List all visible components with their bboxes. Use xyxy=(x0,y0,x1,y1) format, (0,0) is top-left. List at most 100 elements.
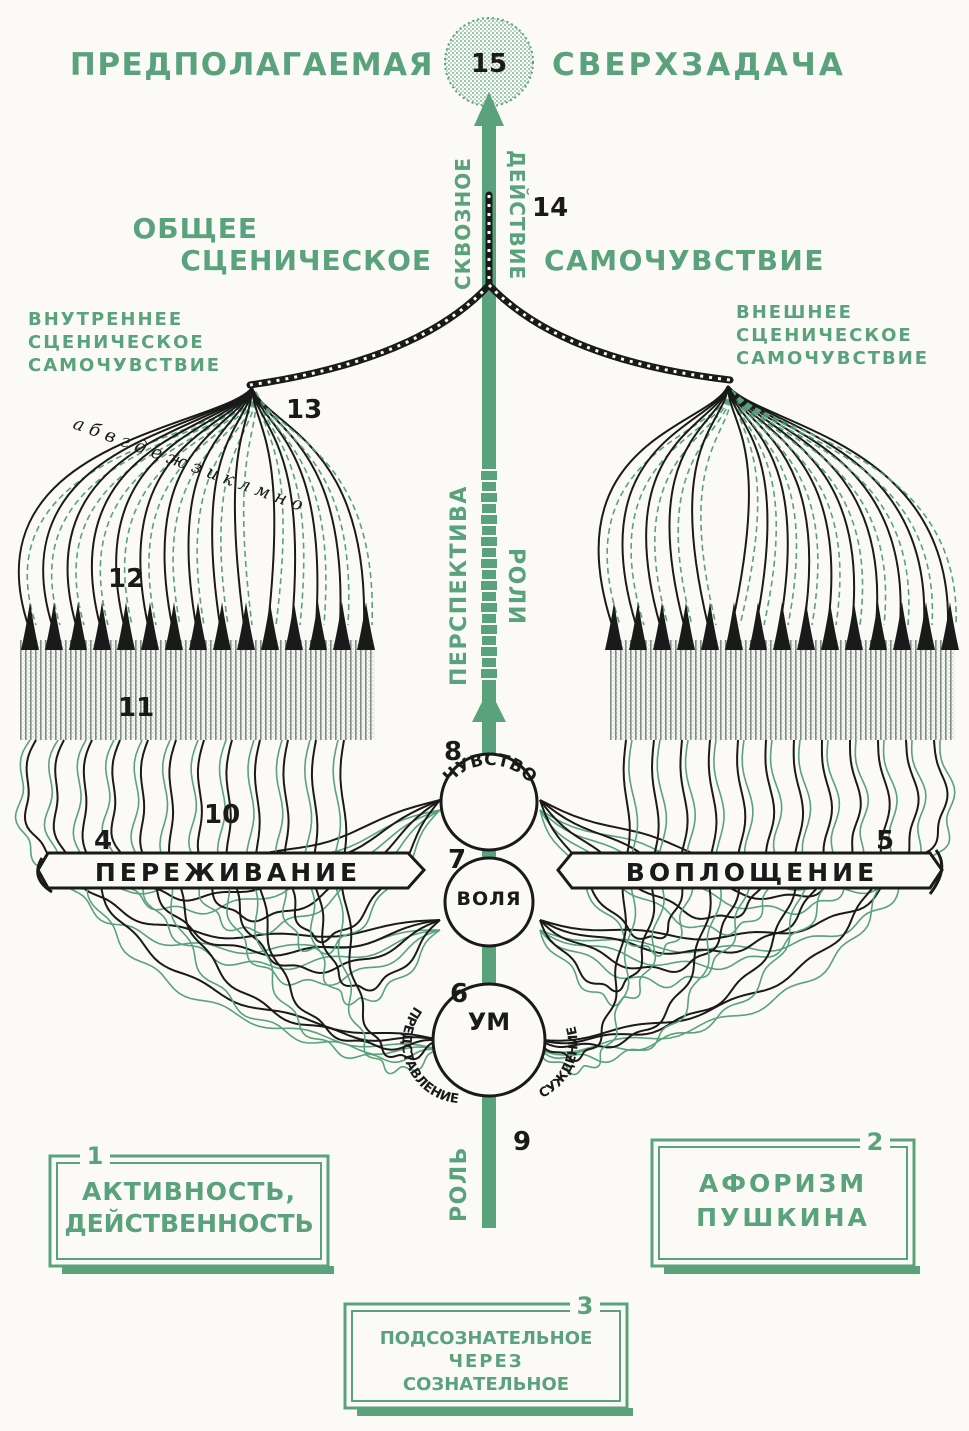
axis-dash xyxy=(480,602,498,613)
label-perspective: ПЕРСПЕКТИВА xyxy=(447,485,472,686)
label-supposed: ПРЕДПОЛАГАЕМАЯ xyxy=(70,47,434,83)
svg-text:АФОРИЗМ: АФОРИЗМ xyxy=(699,1169,867,1198)
lower-strand-left xyxy=(340,740,440,1059)
fan-strand xyxy=(252,388,274,625)
label-of-role: РОЛИ xyxy=(503,548,528,626)
svg-text:САМОЧУВСТВИЕ: САМОЧУВСТВИЕ xyxy=(736,348,929,369)
rope-right xyxy=(489,285,730,380)
flame-tip xyxy=(237,602,255,650)
svg-text:ВНУТРЕННЕЕ: ВНУТРЕННЕЕ xyxy=(28,309,183,330)
flame-tip xyxy=(845,602,863,650)
flame-tip xyxy=(165,602,183,650)
axis-dash xyxy=(480,492,498,503)
svg-text:ПЕРЕЖИВАНИЕ: ПЕРЕЖИВАНИЕ xyxy=(95,858,361,887)
axis-dash xyxy=(480,668,498,679)
svg-text:ПУШКИНА: ПУШКИНА xyxy=(696,1203,870,1232)
flame-tip xyxy=(725,602,743,650)
rope-left xyxy=(250,285,489,385)
number-10: 10 xyxy=(204,800,240,830)
outer-self-feeling-label: ВНЕШНЕЕ СЦЕНИЧЕСКОЕ САМОЧУВСТВИЕ xyxy=(736,302,929,369)
inner-self-feeling-label: ВНУТРЕННЕЕ СЦЕНИЧЕСКОЕ САМОЧУВСТВИЕ xyxy=(28,309,221,376)
svg-text:ВНЕШНЕЕ: ВНЕШНЕЕ xyxy=(736,302,853,323)
axis-dash xyxy=(480,536,498,547)
lower-strand-right-green xyxy=(540,740,638,1075)
flame-tip xyxy=(893,602,911,650)
rope-right-twist xyxy=(489,285,730,380)
svg-text:СЦЕНИЧЕСКОЕ: СЦЕНИЧЕСКОЕ xyxy=(28,332,205,353)
svg-text:АКТИВНОСТЬ,: АКТИВНОСТЬ, xyxy=(82,1177,296,1206)
lower-strand-right-green xyxy=(540,740,926,953)
lower-strand-right xyxy=(540,740,803,1043)
flame-tip xyxy=(261,602,279,650)
svg-text:ВОПЛОЩЕНИЕ: ВОПЛОЩЕНИЕ xyxy=(626,858,878,887)
fan-strand xyxy=(728,386,901,625)
label-role: РОЛЬ xyxy=(447,1146,472,1222)
svg-text:СЦЕНИЧЕСКОЕ: СЦЕНИЧЕСКОЕ xyxy=(736,325,913,346)
flame-tip xyxy=(773,602,791,650)
flame-tip xyxy=(141,602,159,650)
number-1: 1 xyxy=(87,1142,104,1170)
flame-tip xyxy=(357,602,375,650)
flame-tip xyxy=(749,602,767,650)
flame-tip xyxy=(869,602,887,650)
super-objective-circle: 15 xyxy=(445,18,533,106)
axis-dash xyxy=(480,624,498,635)
flame-tip xyxy=(797,602,815,650)
number-11: 11 xyxy=(118,693,154,723)
fan-strand-green xyxy=(631,390,732,625)
axis-dash xyxy=(480,470,498,481)
label-mind: УМ xyxy=(468,1008,510,1036)
number-8: 8 xyxy=(444,737,462,767)
flame-tip xyxy=(189,602,207,650)
axis-dash xyxy=(480,514,498,525)
svg-text:ДЕЙСТВЕННОСТЬ: ДЕЙСТВЕННОСТЬ xyxy=(64,1209,313,1238)
outer-strand-fan xyxy=(599,386,957,625)
number-14: 14 xyxy=(532,193,568,223)
fan-strand-green xyxy=(244,392,257,625)
label-super-objective: СВЕРХЗАДАЧА xyxy=(552,47,846,83)
label-self-feeling: САМОЧУВСТВИЕ xyxy=(544,244,825,277)
number-7: 7 xyxy=(448,845,466,875)
lower-strand-left xyxy=(169,740,440,1041)
motor-will: ВОЛЯ 7 xyxy=(445,845,533,946)
box-activity: 1 АКТИВНОСТЬ, ДЕЙСТВЕННОСТЬ xyxy=(50,1142,334,1274)
number-9: 9 xyxy=(513,1127,531,1157)
axis-dash xyxy=(480,646,498,657)
number-3: 3 xyxy=(577,1292,594,1320)
number-6: 6 xyxy=(450,979,468,1009)
svg-text:САМОЧУВСТВИЕ: САМОЧУВСТВИЕ xyxy=(28,355,221,376)
axis-mid-arrow xyxy=(472,688,506,722)
banner-experiencing: ПЕРЕЖИВАНИЕ 4 xyxy=(38,826,424,892)
flame-tip xyxy=(285,602,303,650)
rope-left-twist xyxy=(250,285,489,385)
svg-text:СОЗНАТЕЛЬНОЕ: СОЗНАТЕЛЬНОЕ xyxy=(403,1374,569,1395)
label-stage: СЦЕНИЧЕСКОЕ xyxy=(180,244,432,277)
label-action: ДЕЙСТВИЕ xyxy=(505,150,529,280)
number-12: 12 xyxy=(108,564,144,594)
lower-strand-right-green xyxy=(540,740,782,935)
number-15: 15 xyxy=(471,49,507,79)
lower-strand-right xyxy=(540,740,630,1061)
lower-strand-right-green xyxy=(540,740,695,956)
lower-strand-left-green xyxy=(333,740,440,1074)
axis-dash xyxy=(480,558,498,569)
box-subconscious: 3 ПОДСОЗНАТЕЛЬНОЕ ЧЕРЕЗ СОЗНАТЕЛЬНОЕ xyxy=(345,1292,633,1416)
svg-text:ЧЕРЕЗ: ЧЕРЕЗ xyxy=(448,1351,523,1372)
axis-dash xyxy=(480,580,498,591)
label-through: СКВОЗНОЕ xyxy=(451,157,475,290)
label-general: ОБЩЕЕ xyxy=(132,212,258,245)
number-4: 4 xyxy=(94,826,112,856)
flame-tip xyxy=(821,602,839,650)
number-2: 2 xyxy=(867,1128,884,1156)
number-13: 13 xyxy=(286,395,322,425)
flame-tip xyxy=(213,602,231,650)
box-pushkin: 2 АФОРИЗМ ПУШКИНА xyxy=(652,1128,920,1274)
number-5: 5 xyxy=(876,826,894,856)
fan-strand xyxy=(646,386,728,625)
motor-feeling: ЧУВСТВО 8 xyxy=(439,737,540,850)
lower-strand-left xyxy=(255,740,440,1050)
fan-strand-green xyxy=(701,390,732,625)
svg-text:ПОДСОЗНАТЕЛЬНОЕ: ПОДСОЗНАТЕЛЬНОЕ xyxy=(380,1328,593,1349)
label-will: ВОЛЯ xyxy=(456,888,521,910)
